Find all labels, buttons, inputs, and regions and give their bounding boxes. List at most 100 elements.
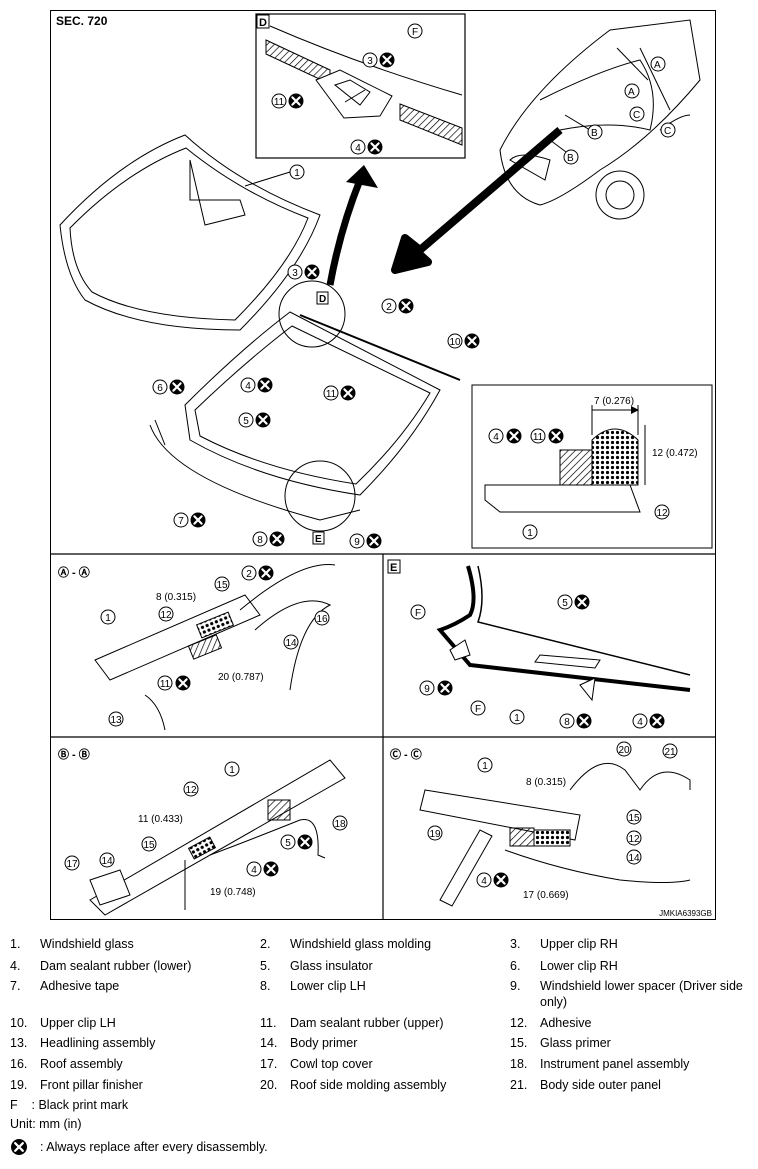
callout-13-aa: 13 [108, 711, 124, 727]
svg-text:12: 12 [656, 508, 668, 519]
section-a-a-title: Ⓐ - Ⓐ [58, 565, 90, 579]
svg-text:1: 1 [527, 528, 533, 539]
svg-text:3: 3 [292, 268, 298, 279]
callout-12-bb: 12 [183, 781, 199, 797]
section-b-b: Ⓑ - Ⓑ 11 (0.433) 19 (0.748) [58, 747, 346, 916]
svg-text:12: 12 [628, 834, 640, 845]
callout-15-aa: 15 [214, 576, 230, 592]
svg-text:10: 10 [449, 337, 461, 348]
callout-c-2: C [664, 126, 671, 137]
svg-text:15: 15 [216, 580, 228, 591]
svg-text:13: 13 [110, 715, 122, 726]
svg-text:6: 6 [157, 383, 163, 394]
callout-1: 1 [289, 164, 305, 180]
section-c-c: Ⓒ - Ⓒ 8 (0.315) 17 (0.669) [390, 747, 691, 907]
callout-f-d: F [407, 23, 423, 39]
svg-text:F: F [415, 608, 421, 619]
vehicle-sketch [499, 19, 701, 220]
callout-11: 11 [323, 385, 339, 401]
callout-14-bb: 14 [99, 852, 115, 868]
svg-text:2: 2 [246, 569, 252, 580]
svg-text:1: 1 [514, 713, 520, 724]
detail-d-ref: D [319, 294, 326, 305]
svg-text:4: 4 [493, 432, 499, 443]
callout-18-bb: 18 [332, 815, 348, 831]
callout-14-aa: 14 [283, 634, 299, 650]
detail-e-ref: E [315, 534, 322, 545]
svg-text:1: 1 [229, 765, 235, 776]
callout-c-1: C [633, 110, 640, 121]
svg-text:5: 5 [243, 416, 249, 427]
svg-text:19: 19 [429, 829, 441, 840]
callout-11-inset: 11 [530, 428, 546, 444]
callout-4-e: 4 [632, 713, 648, 729]
dim-bb-11: 11 (0.433) [138, 814, 183, 825]
callout-5-bb: 5 [280, 834, 296, 850]
svg-text:11: 11 [160, 679, 171, 690]
windshield-exploded-diagram: SEC. 720 D A A B B C C [50, 13, 716, 920]
callout-4: 4 [240, 377, 256, 393]
svg-text:11: 11 [326, 389, 337, 400]
replace-x-icon [11, 1139, 27, 1155]
svg-text:12: 12 [160, 610, 172, 621]
callout-a-top: A [654, 60, 661, 71]
svg-text:12: 12 [185, 785, 197, 796]
section-e-title: E [390, 562, 397, 574]
svg-text:14: 14 [628, 853, 640, 864]
unit-note: Unit: mm (in) [10, 1117, 82, 1131]
svg-text:1: 1 [294, 168, 300, 179]
callout-21-cc: 21 [662, 743, 678, 759]
callout-19-cc: 19 [427, 825, 443, 841]
callout-11-aa: 11 [157, 675, 173, 691]
svg-text:15: 15 [143, 840, 155, 851]
callout-1-aa: 1 [100, 609, 116, 625]
svg-text:2: 2 [386, 302, 392, 313]
svg-text:1: 1 [482, 761, 488, 772]
dim-aa-8: 8 (0.315) [156, 592, 196, 603]
svg-text:F: F [412, 27, 418, 38]
callout-12-inset: 12 [654, 504, 670, 520]
dim-adhesive-height: 12 (0.472) [652, 448, 698, 459]
dim-aa-20: 20 (0.787) [218, 672, 264, 683]
svg-text:11: 11 [533, 432, 544, 443]
adhesive-section-inset: 7 (0.276) 12 (0.472) [471, 384, 713, 549]
callout-4-inset: 4 [488, 428, 504, 444]
svg-text:15: 15 [628, 813, 640, 824]
windshield-assembly [149, 280, 461, 532]
callout-5: 5 [238, 412, 254, 428]
callout-16-aa: 16 [314, 610, 330, 626]
callout-b-1: B [591, 128, 598, 139]
section-c-c-title: Ⓒ - Ⓒ [390, 747, 422, 761]
callout-11-d: 11 [271, 93, 287, 109]
svg-text:4: 4 [251, 865, 257, 876]
dim-cc-8: 8 (0.315) [526, 777, 566, 788]
callout-3-d: 3 [362, 52, 378, 68]
callout-b-2: B [567, 153, 574, 164]
svg-text:5: 5 [285, 838, 291, 849]
callout-f-e1: F [410, 604, 426, 620]
callout-6: 6 [152, 379, 168, 395]
svg-text:9: 9 [424, 684, 430, 695]
dim-bb-19: 19 (0.748) [210, 887, 256, 898]
callout-4-cc: 4 [476, 872, 492, 888]
direction-arrow-up [326, 178, 364, 286]
callout-7: 7 [173, 512, 189, 528]
svg-text:8: 8 [257, 535, 263, 546]
callout-2-aa: 2 [241, 565, 257, 581]
callout-f-e2: F [470, 700, 486, 716]
callout-14-cc: 14 [626, 849, 642, 865]
section-e: E [387, 559, 691, 702]
dim-cc-17: 17 (0.669) [523, 890, 569, 901]
diagram-code: JMKIA6393GB [659, 909, 712, 918]
svg-text:7: 7 [178, 516, 184, 527]
callout-5-e: 5 [557, 594, 573, 610]
svg-text:11: 11 [274, 97, 285, 108]
callout-1-e: 1 [509, 709, 525, 725]
detail-d-panel: D [255, 13, 466, 159]
callout-4-bb: 4 [246, 861, 262, 877]
svg-text:17: 17 [66, 859, 78, 870]
callout-12-cc: 12 [626, 830, 642, 846]
callout-1-cc: 1 [477, 757, 493, 773]
detail-d-tag: D [259, 17, 267, 29]
callout-9: 9 [349, 533, 365, 549]
